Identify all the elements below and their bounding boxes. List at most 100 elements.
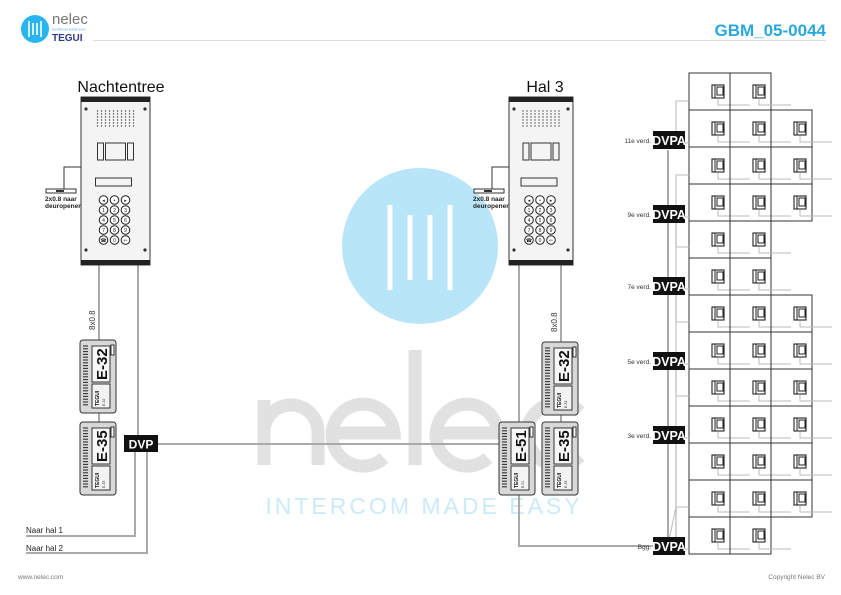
monitor-screen	[757, 86, 765, 96]
apartment-cell	[729, 183, 791, 222]
monitor-wire	[717, 469, 750, 476]
speaker-grill-icon	[96, 110, 99, 112]
monitor-wire	[717, 247, 750, 254]
keypad-key-label: •	[539, 198, 541, 204]
monitor-wire	[758, 432, 791, 439]
keypad-key-label: 8	[539, 228, 542, 234]
apartment-cell	[688, 368, 750, 407]
dvpa-label: DVPA	[652, 208, 686, 222]
speaker-grill-icon	[104, 113, 107, 115]
apartment-cell	[688, 109, 750, 148]
monitor-screen	[798, 456, 806, 466]
module-brand-window	[91, 383, 111, 409]
speaker-grill-icon	[132, 116, 135, 118]
apartment-cell	[770, 331, 832, 370]
dvpa-box	[653, 426, 685, 444]
speaker-grill-icon	[100, 110, 103, 112]
keypad-key	[535, 235, 545, 245]
apartment-cell	[688, 294, 750, 333]
apartment-cell	[688, 183, 750, 222]
speaker-grill-icon	[554, 125, 556, 127]
apartment-cell	[770, 368, 832, 407]
module-switch	[529, 426, 534, 438]
apartment-outline	[729, 516, 772, 555]
speaker-grill-icon	[530, 119, 532, 121]
speaker-grill-icon	[546, 116, 548, 118]
keypad-key	[535, 225, 545, 235]
keypad-key	[524, 235, 534, 245]
keypad-key-label: 1	[102, 208, 105, 214]
module-code: E-51	[513, 430, 530, 462]
keypad-key	[98, 195, 109, 205]
monitor-screen	[716, 234, 724, 244]
monitor-screen	[757, 308, 765, 318]
speaker-grill-icon	[526, 119, 528, 121]
keypad-key-label: ⇐	[549, 238, 553, 244]
speaker-grill-icon	[550, 125, 552, 127]
keypad-key	[98, 205, 109, 215]
module-switch	[572, 346, 577, 358]
module-switch	[572, 426, 577, 438]
door-opener-label: 2x0.8 naar	[473, 196, 505, 203]
out-hal2-label: Naar hal 2	[26, 544, 63, 553]
module-brand-code: E-51	[521, 481, 525, 488]
apartment-cell	[770, 146, 832, 185]
apartment-cell	[770, 294, 832, 333]
floor-label: Bgg.	[638, 544, 652, 551]
monitor-wire	[758, 247, 791, 254]
apartment-cell	[729, 109, 791, 148]
monitor-screen	[757, 419, 765, 429]
monitor-wire	[717, 284, 750, 291]
speaker-grill-icon	[558, 122, 560, 124]
monitor-screen	[716, 123, 724, 133]
riser-branch	[675, 246, 689, 285]
speaker-grill-icon	[96, 113, 99, 115]
speaker-grill-icon	[530, 113, 532, 115]
keypad-key-label: •	[114, 198, 116, 204]
monitor-screen	[757, 345, 765, 355]
speaker-grill-icon	[124, 125, 127, 127]
speaker-grill-icon	[554, 113, 556, 115]
brand-sub: TEGUI	[52, 33, 83, 44]
keypad-key	[109, 205, 120, 215]
riser-branch	[675, 174, 689, 213]
keypad-key	[98, 235, 109, 245]
apartment-cell	[729, 220, 791, 259]
led-window	[552, 142, 560, 161]
apartment-cell	[729, 516, 791, 555]
dvpa-box	[653, 352, 685, 370]
monitor-screen	[716, 345, 724, 355]
monitor-screen	[757, 234, 765, 244]
module-brand-window	[553, 465, 573, 491]
speaker-grill-icon	[542, 119, 544, 121]
speaker-grill-icon	[546, 125, 548, 127]
keypad-key	[109, 215, 120, 225]
monitor-wire	[799, 432, 832, 439]
keypad-key-label: 7	[102, 228, 105, 234]
speaker-grill-icon	[554, 119, 556, 121]
apartment-cell	[729, 442, 791, 481]
speaker-grill-icon	[558, 113, 560, 115]
keypad-key-label: 1	[528, 208, 531, 214]
dvpa-label: DVPA	[652, 540, 686, 554]
speaker-grill-icon	[558, 110, 560, 112]
module-brand-code: E-32	[102, 399, 106, 406]
speaker-grill-icon	[526, 110, 528, 112]
speaker-grill-icon	[128, 122, 131, 124]
speaker-grill-icon	[112, 113, 115, 115]
speaker-grill-icon	[546, 110, 548, 112]
monitor-wire	[717, 395, 750, 402]
module-label-window	[553, 347, 573, 385]
speaker-grill-icon	[538, 119, 540, 121]
speaker-grill-icon	[534, 125, 536, 127]
monitor-screen	[716, 530, 724, 540]
speaker-grill-icon	[526, 125, 528, 127]
monitor-wire	[717, 321, 750, 328]
keypad-key	[524, 205, 534, 215]
keypad-key	[120, 195, 131, 205]
keypad-key	[120, 225, 131, 235]
